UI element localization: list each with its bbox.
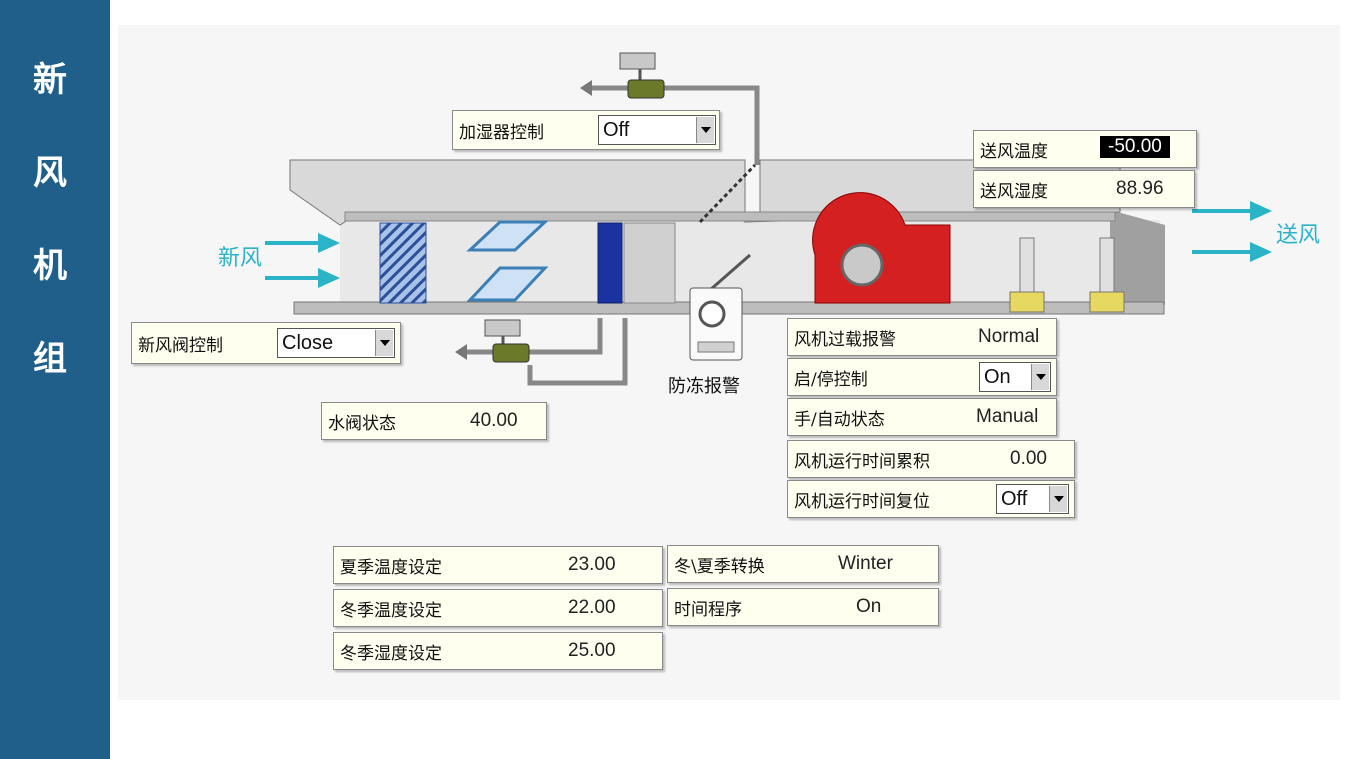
damper-label: 新风阀控制 [138,335,223,356]
hand-auto-display: 手/自动状态 Manual [787,398,1057,436]
sensor-base-2 [1089,291,1125,313]
run-time-total-value: 0.00 [1010,448,1047,469]
antifreeze-dial [698,300,726,328]
winter-humidity-label: 冬季湿度设定 [340,643,442,664]
coil-panel [623,222,676,304]
winter-humidity-setpoint[interactable]: 冬季湿度设定 25.00 [333,632,663,670]
start-stop-value: On [984,365,1011,388]
run-time-reset-value: Off [1001,487,1028,510]
run-time-total-label: 风机运行时间累积 [794,451,930,472]
title-char-2: 风 [33,153,67,193]
water-pipe-arrow [455,344,467,360]
supply-temp-display: 送风温度 -50.00 [973,130,1197,168]
start-stop-select[interactable]: On [979,362,1051,392]
humidifier-control: 加湿器控制 Off [452,110,720,150]
title-sidebar: 新 风 机 组 [0,0,110,759]
fan-overload-value: Normal [978,326,1040,347]
water-valve-value: 40.00 [470,410,518,431]
run-time-reset-select[interactable]: Off [996,484,1069,514]
antifreeze-probe [709,253,751,292]
inlet-arrowhead-2 [318,268,340,288]
run-time-reset-control: 风机运行时间复位 Off [787,480,1075,518]
summer-temp-value: 23.00 [568,554,616,575]
season-switch-label: 冬\夏季转换 [674,556,765,577]
title-char-4: 组 [33,339,67,379]
water-valve-label: 水阀状态 [328,413,396,434]
humidifier-select[interactable]: Off [598,115,716,145]
sensor-post-1 [1019,237,1035,294]
inlet-arrowhead-1 [318,233,340,253]
supply-humidity-value: 88.96 [1116,178,1164,199]
humidifier-valve-actuator [619,52,656,70]
fan-overload-label: 风机过载报警 [794,329,896,350]
water-valve-body [492,343,530,363]
outlet-label: 送风 [1276,223,1321,248]
inlet-label: 新风 [218,246,263,271]
chevron-down-icon[interactable] [1031,364,1049,390]
outlet-arrowhead-1 [1250,201,1272,221]
season-switch-display[interactable]: 冬\夏季转换 Winter [667,545,939,583]
chevron-down-icon[interactable] [1049,486,1067,512]
antifreeze-display [697,341,735,353]
time-schedule-label: 时间程序 [674,599,742,620]
time-schedule-display[interactable]: 时间程序 On [667,588,939,626]
winter-temp-value: 22.00 [568,597,616,618]
title-char-3: 机 [33,246,67,286]
title-char-1: 新 [33,60,67,100]
hand-auto-label: 手/自动状态 [794,409,885,430]
winter-temp-setpoint[interactable]: 冬季温度设定 22.00 [333,589,663,627]
damper-blades [379,222,427,304]
supply-temp-value: -50.00 [1100,136,1170,158]
cooling-coil [597,222,623,304]
hand-auto-value: Manual [976,406,1039,427]
supply-humidity-label: 送风湿度 [980,181,1048,202]
run-time-reset-label: 风机运行时间复位 [794,491,930,512]
damper-value: Close [282,331,334,354]
fan-overload-display: 风机过载报警 Normal [787,318,1057,356]
humidifier-valve-body [627,79,665,99]
summer-temp-setpoint[interactable]: 夏季温度设定 23.00 [333,546,663,584]
supply-temp-label: 送风温度 [980,141,1048,162]
damper-control: 新风阀控制 Close [131,322,401,364]
water-valve-display: 水阀状态 40.00 [321,402,547,440]
start-stop-label: 启/停控制 [794,369,868,390]
fan-hub [840,243,884,287]
filter-lower [466,266,549,302]
summer-temp-label: 夏季温度设定 [340,557,442,578]
humidifier-value: Off [603,118,630,141]
season-switch-value: Winter [838,553,893,574]
run-time-total-display: 风机运行时间累积 0.00 [787,440,1075,478]
sensor-post-2 [1099,237,1115,294]
winter-temp-label: 冬季温度设定 [340,600,442,621]
chevron-down-icon[interactable] [696,117,714,143]
sensor-base-1 [1009,291,1045,313]
water-pipe-return [527,318,628,386]
damper-select[interactable]: Close [277,328,395,358]
filter-upper [466,220,549,252]
humidifier-pipe-arrow [580,80,592,96]
duct-top-edge [344,211,1116,222]
chevron-down-icon[interactable] [375,330,393,356]
time-schedule-value: On [856,596,882,617]
winter-humidity-value: 25.00 [568,640,616,661]
supply-humidity-display: 送风湿度 88.96 [973,170,1195,208]
antifreeze-label: 防冻报警 [668,376,740,397]
duct-end-face [1110,210,1165,305]
humidifier-label: 加湿器控制 [459,122,544,143]
water-valve-actuator [484,319,521,337]
humidifier-spray [698,163,757,224]
outlet-arrowhead-2 [1250,242,1272,262]
start-stop-control: 启/停控制 On [787,358,1057,396]
